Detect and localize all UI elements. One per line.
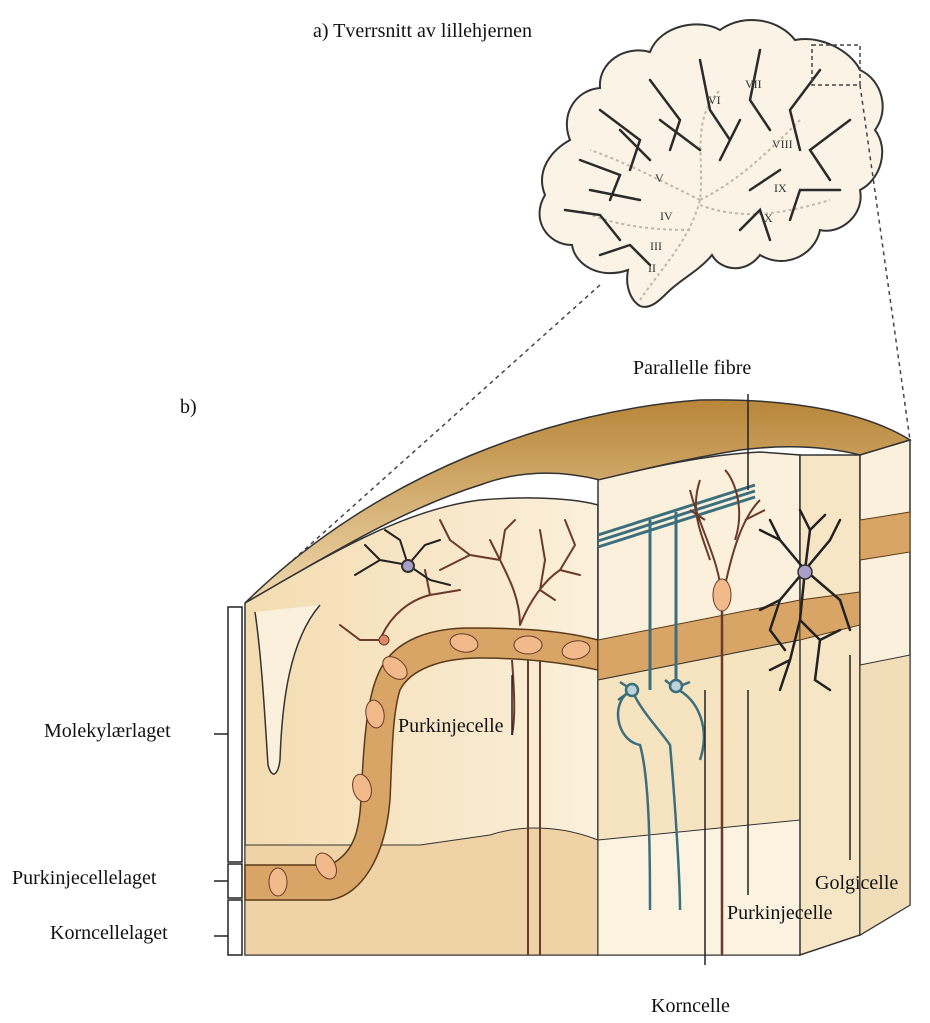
lobule-numeral-II: II (648, 261, 656, 275)
purkinje-cell-label-right: Purkinjecelle (727, 902, 833, 925)
lobule-numeral-IX: IX (774, 181, 787, 195)
lobule-numeral-III: III (650, 239, 662, 253)
block-diagram-label: b) (180, 396, 197, 419)
lobule-numeral-IV: IV (660, 209, 673, 223)
lobule-numeral-VII: VII (745, 77, 762, 91)
lobule-numeral-VI: VI (708, 93, 721, 107)
cerebellum-cross-section: II III IV V VI VII VIII IX X (540, 20, 883, 307)
step-block-2-band (860, 512, 910, 560)
granule-cell-label: Korncelle (651, 995, 730, 1018)
granule-layer-bracket (228, 900, 242, 955)
cross-section-title: a) Tverrsnitt av lillehjernen (313, 20, 532, 43)
parallel-fibres-label: Parallelle fibre (633, 357, 751, 380)
lobule-numeral-V: V (655, 171, 664, 185)
purkinje-cell-label-fold: Purkinjecelle (398, 715, 504, 738)
molecular-layer-label: Molekylærlaget (44, 720, 171, 743)
right-granule-lower (598, 820, 800, 955)
granule-layer-label: Korncellelaget (50, 922, 168, 945)
lobule-numeral-VIII: VIII (772, 137, 793, 151)
golgi-cell-label: Golgicelle (815, 872, 898, 895)
layer-brackets (214, 607, 242, 955)
lobule-numeral-X: X (764, 211, 773, 225)
purkinje-layer-bracket (228, 864, 242, 898)
molecular-layer-bracket (228, 607, 242, 862)
purkinje-layer-label: Purkinjecellelaget (12, 867, 156, 890)
cortex-block (245, 400, 910, 955)
